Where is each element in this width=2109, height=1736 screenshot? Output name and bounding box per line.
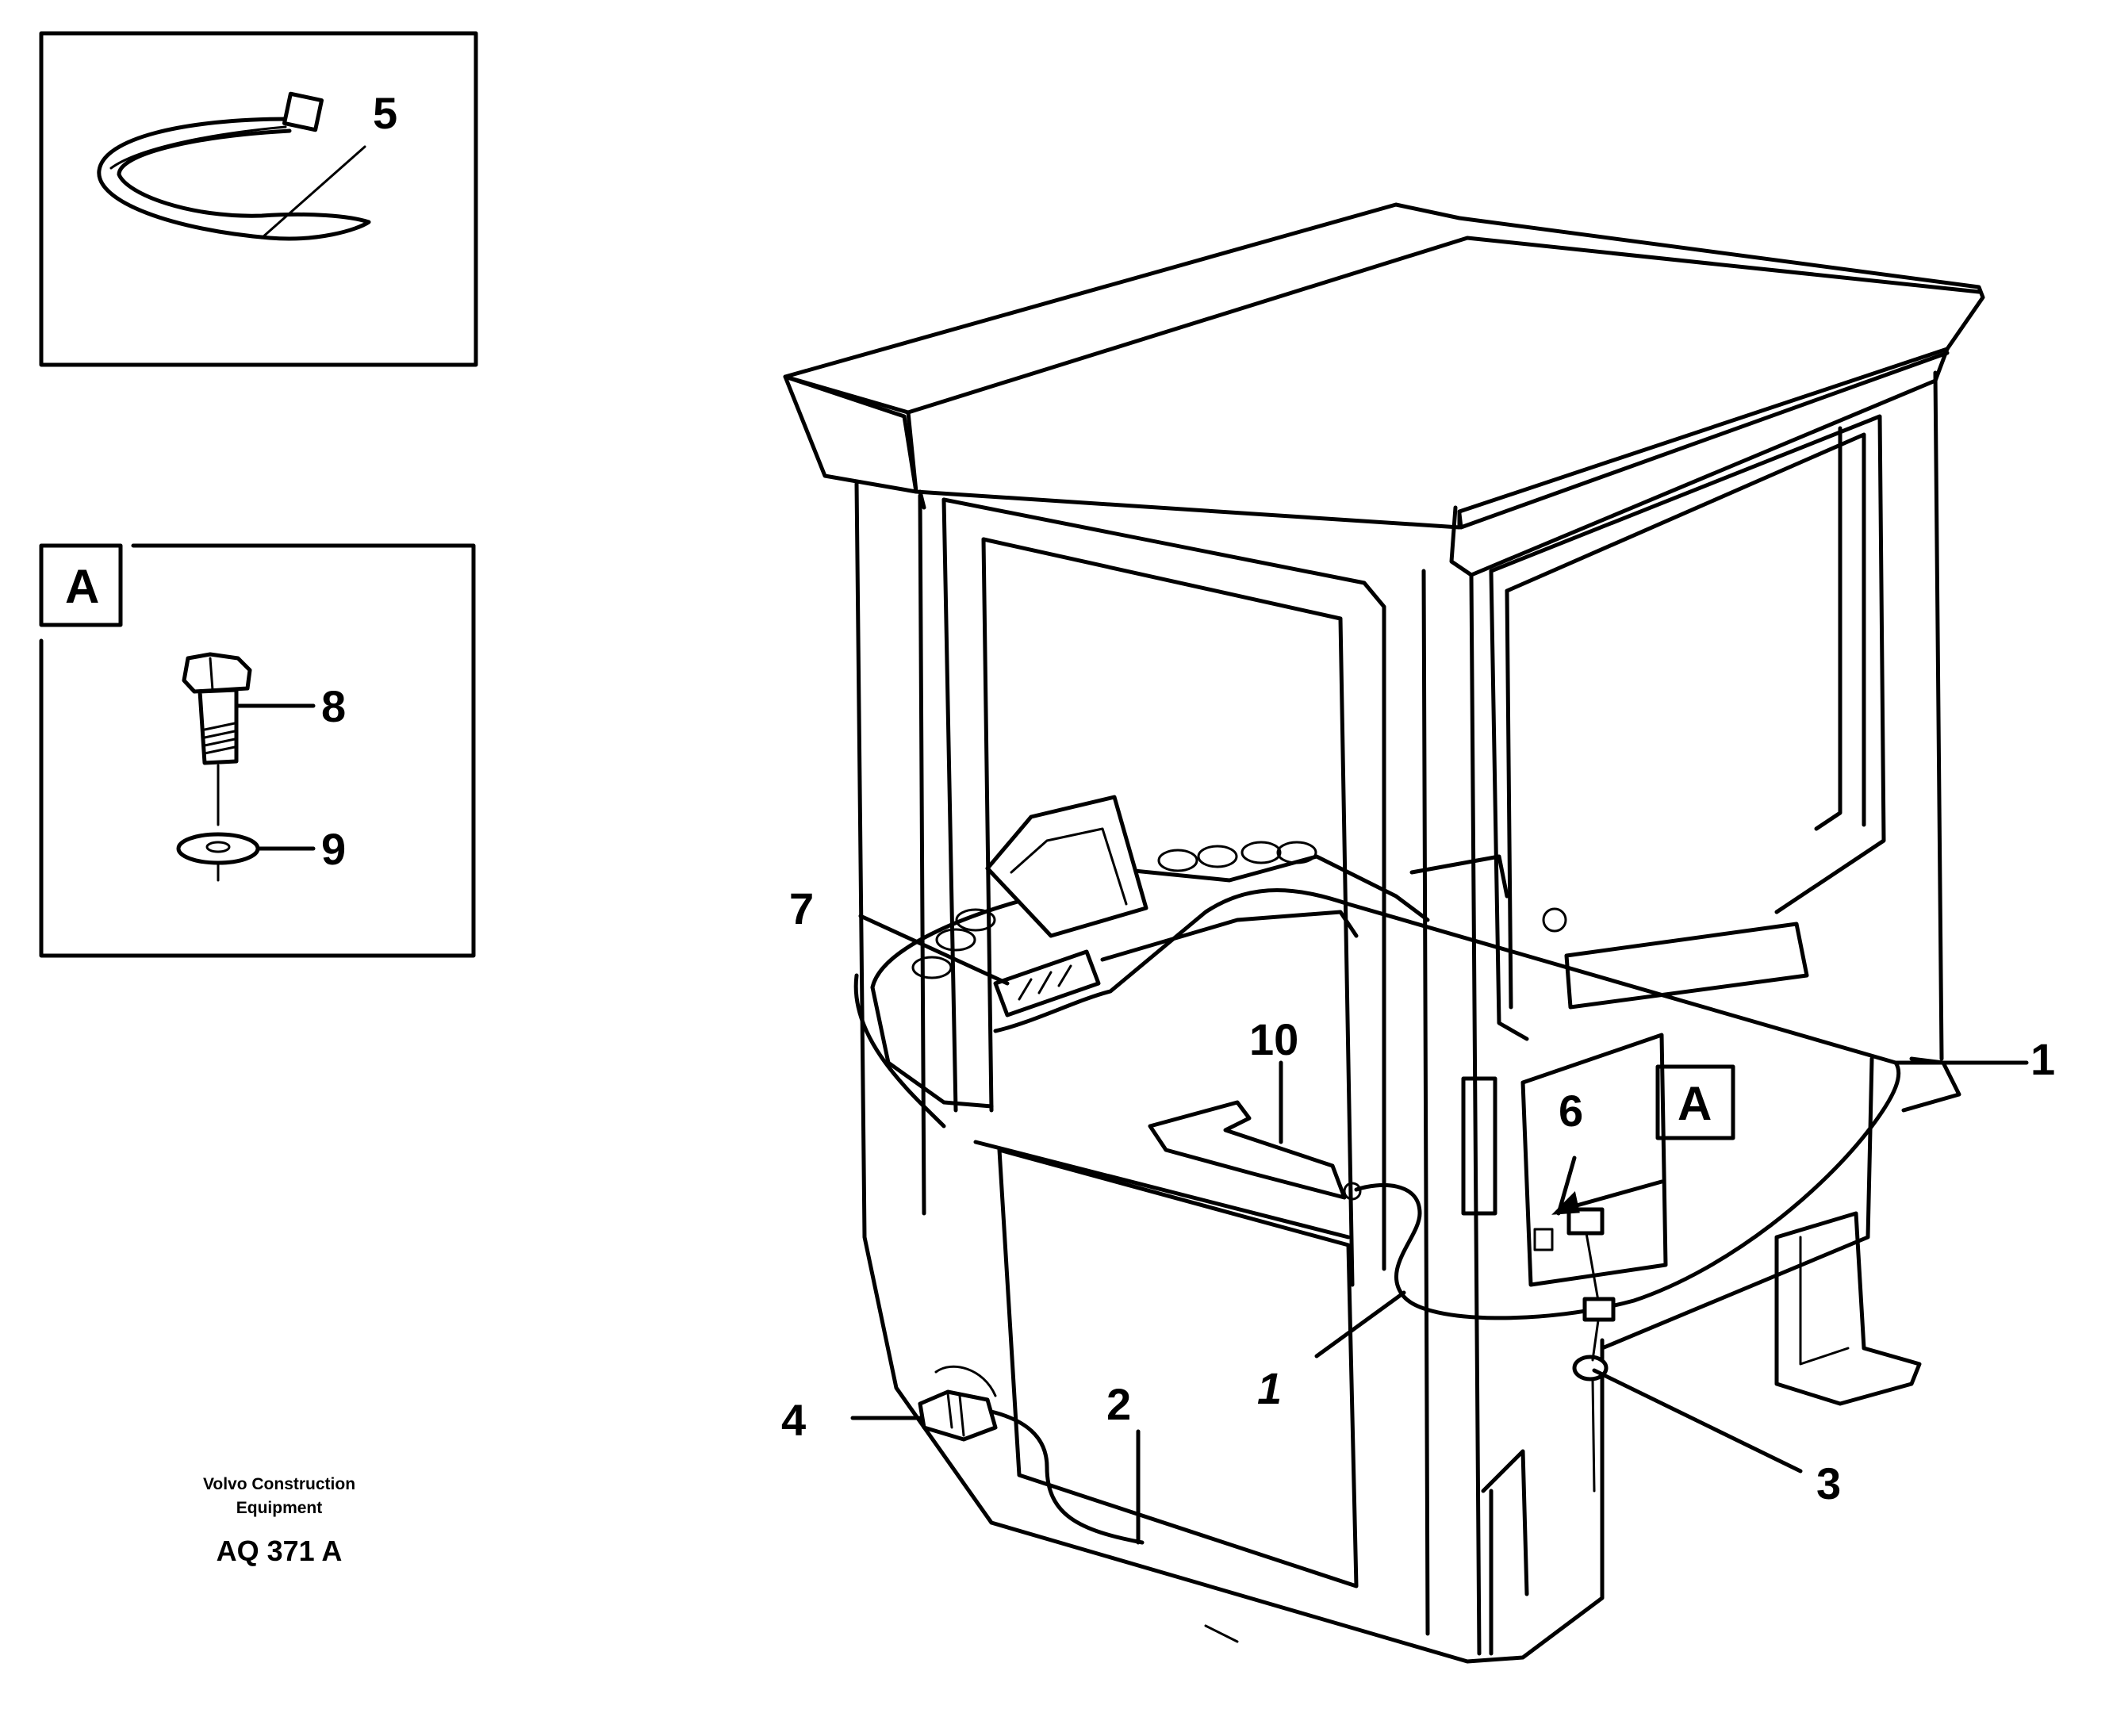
cab-body [854,370,1961,1664]
cable-tie-drawing [97,91,371,241]
detail-a-tag-frame [39,543,123,627]
cab-drawing [783,202,1985,1664]
callout-6: 6 [1559,1086,1583,1136]
view-a-tag: A [1678,1077,1712,1130]
detail-a-tag: A [65,560,99,613]
bolt-drawing [182,652,252,826]
callout-7: 7 [789,883,814,933]
tie-leader-line [260,145,366,240]
bracket [1148,1100,1347,1200]
callout-10: 10 [1249,1014,1298,1064]
fastener-detail-box: A 8 9 [39,543,476,958]
ground-lines [1204,1624,1239,1643]
view-a-tag-frame [1655,1064,1735,1140]
switch-panel [993,949,1101,1017]
callout-1-middle: 1 [1257,1363,1282,1413]
callout-2: 2 [1106,1379,1131,1429]
bolt-label: 8 [321,681,346,731]
cable-tie-detail-box: 5 [39,31,478,367]
caption-block: Volvo Construction Equipment AQ 371 A [203,1475,355,1567]
washer-drawing [176,832,260,882]
callout-1-right: 1 [2030,1034,2055,1084]
plug-connector [918,1365,998,1442]
view-a-arrow [1560,1179,1664,1212]
callouts: 1 1 2 3 4 6 7 10 A [781,883,2055,1545]
tie-label: 5 [373,88,397,138]
callout-4: 4 [781,1395,806,1445]
caption-line-2: Equipment [236,1499,323,1517]
cable-harness [853,888,1901,1545]
caption-line-1: Volvo Construction [203,1475,355,1493]
cab-roof [783,202,1985,577]
socket [1566,1207,1605,1236]
washer-label: 9 [321,824,346,874]
callout-3: 3 [1816,1458,1841,1508]
caption-code: AQ 371 A [217,1535,343,1567]
